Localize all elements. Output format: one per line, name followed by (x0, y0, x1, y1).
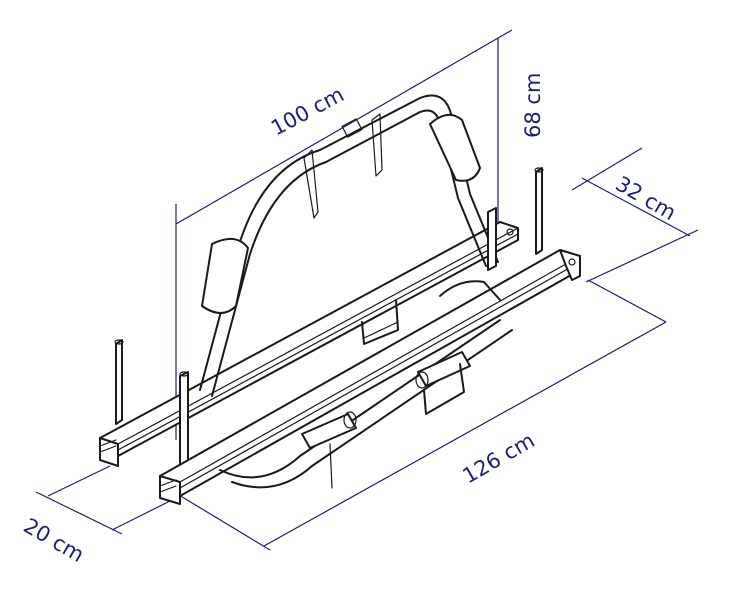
rear-post-left (114, 339, 124, 425)
front-post-left (179, 371, 189, 475)
dimension-lines (35, 29, 699, 551)
dim-ext-width-right (587, 279, 667, 323)
foam-pad-right (429, 113, 481, 182)
dim-line-foot (35, 491, 123, 535)
dim-line-depth (581, 177, 691, 237)
label-foot: 20 cm (20, 514, 89, 567)
label-depth: 32 cm (612, 172, 681, 225)
dim-line-length (175, 29, 513, 225)
dim-ext-foot-a (47, 465, 111, 497)
wheel-holder-rear (415, 351, 471, 415)
dim-line-width (263, 321, 667, 547)
rear-post-right (534, 167, 544, 255)
foam-pad-left (201, 237, 249, 314)
dim-ext-depth-b (585, 229, 699, 283)
arch-frame (199, 94, 499, 397)
strap-b (371, 113, 383, 177)
dim-ext-width-left (173, 491, 271, 551)
wheel-holder-front (301, 411, 357, 489)
wheel-holder-back-row (361, 299, 399, 345)
rail-end-caps (99, 228, 576, 493)
lower-cross-tube (219, 280, 513, 489)
label-height: 68 cm (521, 73, 545, 138)
label-width: 126 cm (459, 428, 539, 488)
dim-ext-depth-a (571, 147, 643, 191)
carrier-frame (99, 94, 581, 505)
strap-a (303, 149, 319, 219)
front-post-right (487, 207, 497, 271)
rear-rail (99, 221, 519, 467)
dim-ext-foot-b (111, 499, 173, 531)
front-rail (159, 249, 581, 505)
